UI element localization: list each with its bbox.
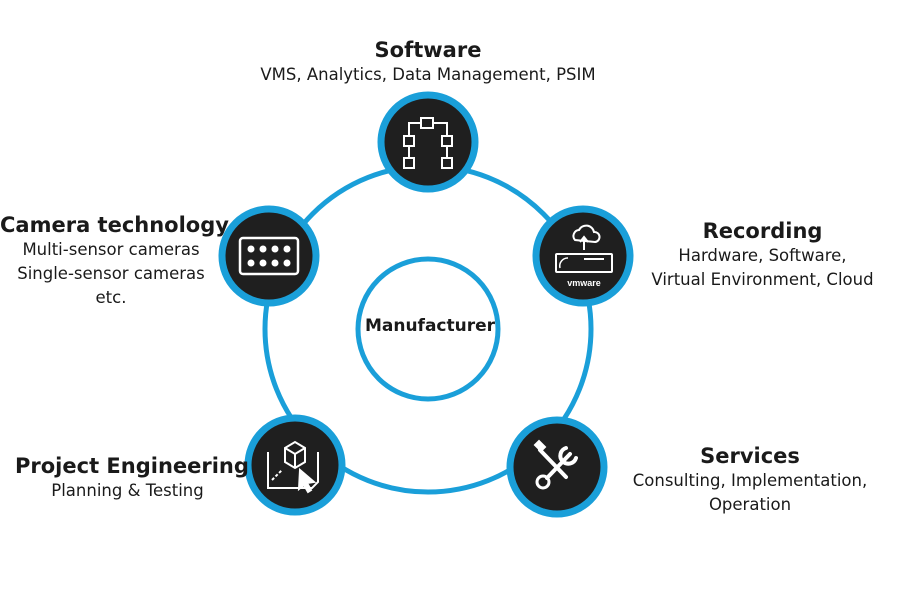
recording-title: Recording xyxy=(702,219,823,243)
wrench-screwdriver-icon xyxy=(533,439,578,490)
project-engineering-label: Project Engineering Planning & Testing xyxy=(15,453,249,503)
camera-technology-line-3: etc. xyxy=(95,288,127,307)
services-line-2: Operation xyxy=(708,495,792,514)
project-engineering-line-1: Planning & Testing xyxy=(51,481,204,500)
services-label: Services Consulting, Implementation, Ope… xyxy=(615,443,885,517)
services-line-1: Consulting, Implementation, xyxy=(632,471,868,490)
recording-label: Recording Hardware, Software, Virtual En… xyxy=(640,218,885,292)
project-engineering-title: Project Engineering xyxy=(15,454,249,478)
recording-line-2: Virtual Environment, Cloud xyxy=(651,270,874,289)
camera-technology-line-1: Multi-sensor cameras xyxy=(22,240,200,259)
node-recording: vmware xyxy=(532,205,634,307)
center-circle xyxy=(355,256,501,402)
camera-technology-label: Camera technology Multi-sensor cameras S… xyxy=(0,212,229,310)
services-title: Services xyxy=(700,444,800,468)
recorder-cloud-icon xyxy=(555,224,613,273)
node-services xyxy=(506,416,608,518)
camera-technology-title: Camera technology xyxy=(0,213,229,237)
blueprint-cube-cursor-icon xyxy=(267,440,319,494)
software-line-1: VMS, Analytics, Data Management, PSIM xyxy=(260,65,596,84)
camera-technology-line-2: Single-sensor cameras xyxy=(17,264,205,283)
software-label: Software VMS, Analytics, Data Management… xyxy=(228,37,628,87)
vmware-badge: vmware xyxy=(567,278,601,288)
recording-line-1: Hardware, Software, xyxy=(678,246,847,265)
node-project-engineering xyxy=(244,414,346,516)
software-title: Software xyxy=(374,38,482,62)
node-software xyxy=(377,91,479,193)
multi-sensor-camera-icon xyxy=(238,236,300,276)
center-label: Manufacturer xyxy=(364,316,496,336)
node-camera-technology xyxy=(218,205,320,307)
flowchart-icon xyxy=(403,117,453,169)
